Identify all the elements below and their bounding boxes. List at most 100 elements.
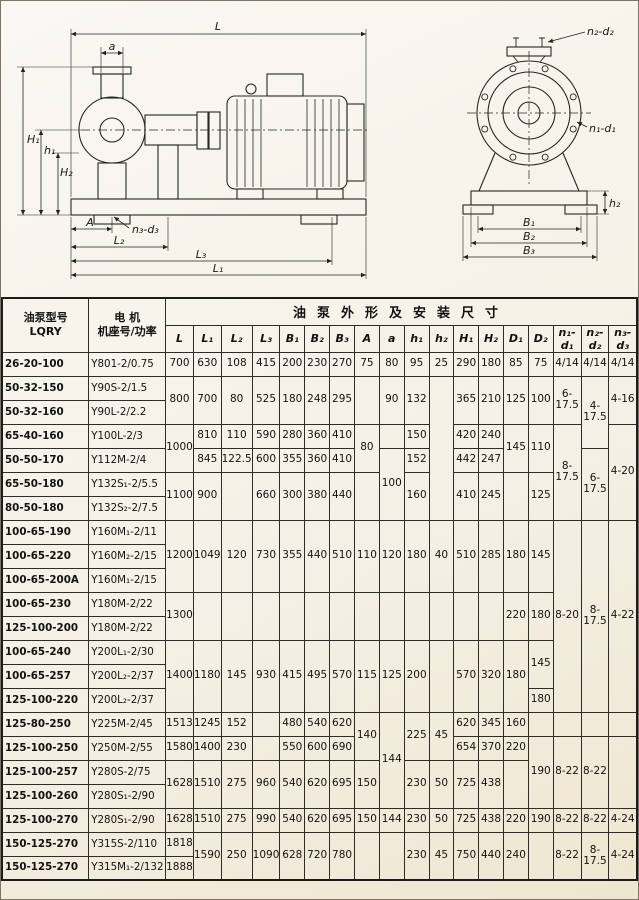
- dim-label-L2: L₂: [114, 234, 125, 247]
- dim-cell: 550: [279, 735, 306, 761]
- dim-cell: 442: [453, 447, 480, 473]
- dim-cell: 190: [527, 807, 554, 833]
- dim-cell: 110: [527, 423, 554, 473]
- dim-cell: 1300: [165, 591, 194, 641]
- dim-cell: 495: [304, 639, 331, 713]
- model-cell: 150-125-270: [1, 855, 90, 881]
- dim-cell: 960: [251, 759, 281, 809]
- dim-cell: 190: [527, 735, 554, 809]
- column-header: B₃: [329, 324, 355, 353]
- dim-cell: 360: [304, 423, 331, 449]
- dim-cell: 1580: [165, 735, 194, 761]
- dim-cell: 125: [502, 375, 529, 425]
- motor-cell: Y132S₂-2/7.5: [88, 495, 167, 521]
- dim-cell: 570: [453, 639, 480, 713]
- dim-cell: 1818: [165, 831, 194, 857]
- dim-label-B1: B₁: [523, 216, 535, 229]
- dim-cell: 1180: [192, 639, 222, 713]
- dim-cell: [279, 591, 306, 641]
- dim-cell: 1510: [192, 759, 222, 809]
- dim-cell: 525: [251, 375, 281, 425]
- motor-cell: Y280S-2/75: [88, 759, 167, 785]
- model-cell: 100-65-190: [1, 519, 90, 545]
- motor-cell: Y280S₁-2/90: [88, 783, 167, 809]
- dim-cell: 1400: [192, 735, 222, 761]
- dim-cell: [192, 591, 222, 641]
- dim-cell: 1090: [251, 831, 281, 881]
- dim-cell: 245: [478, 471, 504, 521]
- dim-cell: 620: [304, 807, 331, 833]
- dim-cell: 230: [403, 807, 430, 833]
- dim-cell: 50: [428, 759, 455, 809]
- pump-side-view: [70, 66, 369, 225]
- dim-cell: 160: [502, 711, 529, 737]
- dims-group-header: 油泵外形及安装尺寸: [165, 297, 638, 326]
- side-view-dimensions: [17, 29, 367, 279]
- dim-cell: [251, 711, 281, 737]
- motor-cell: Y250M-2/55: [88, 735, 167, 761]
- dim-cell: 120: [378, 519, 405, 593]
- dim-label-n1d1: n₁-d₁: [589, 122, 616, 135]
- dim-cell: 345: [478, 711, 504, 737]
- dim-cell: 220: [502, 735, 529, 761]
- column-header: H₁: [453, 324, 480, 353]
- model-cell: 26-20-100: [1, 351, 90, 377]
- column-header: L₂: [220, 324, 253, 353]
- dim-cell: 320: [478, 639, 504, 713]
- dim-label-L: L: [215, 20, 221, 33]
- column-header: L: [165, 324, 194, 353]
- dim-cell: 80: [378, 351, 405, 377]
- dim-cell: 8-22: [552, 807, 582, 833]
- dim-cell: 250: [220, 831, 253, 881]
- dim-cell: [580, 711, 610, 737]
- dim-cell: 4-17.5: [580, 375, 610, 449]
- model-cell: 125-100-200: [1, 615, 90, 641]
- model-cell: 125-100-260: [1, 783, 90, 809]
- dim-cell: 145: [527, 639, 554, 689]
- dim-cell: [329, 591, 355, 641]
- dim-cell: 122.5: [220, 447, 253, 473]
- model-cell: 125-100-257: [1, 759, 90, 785]
- dim-cell: 1245: [192, 711, 222, 737]
- dim-cell: 140: [353, 711, 380, 761]
- dim-cell: 810: [192, 423, 222, 449]
- motor-cell: Y200L₂-2/37: [88, 687, 167, 713]
- dim-cell: 80: [220, 375, 253, 425]
- dim-cell: [353, 375, 380, 425]
- dim-cell: 8-20: [552, 519, 582, 713]
- model-cell: 125-80-250: [1, 711, 90, 737]
- dim-cell: 220: [502, 591, 529, 641]
- dim-cell: 108: [220, 351, 253, 377]
- motor-cell: Y132S₁-2/5.5: [88, 471, 167, 497]
- dim-cell: 270: [329, 351, 355, 377]
- model-cell: 125-100-250: [1, 735, 90, 761]
- dim-cell: 100: [378, 447, 405, 521]
- dim-cell: 144: [378, 711, 405, 809]
- dim-cell: [304, 591, 331, 641]
- dim-cell: 4-20: [608, 423, 638, 521]
- dim-label-h2: h₂: [609, 197, 621, 210]
- dim-cell: 4/14: [608, 351, 638, 377]
- dim-cell: 660: [251, 471, 281, 521]
- motor-cell: Y160M₁-2/15: [88, 567, 167, 593]
- dim-cell: 180: [478, 351, 504, 377]
- dim-cell: 1049: [192, 519, 222, 593]
- dim-cell: [353, 831, 380, 881]
- dim-cell: [403, 591, 430, 641]
- dim-cell: 8-17.5: [552, 423, 582, 521]
- dim-cell: 415: [279, 639, 306, 713]
- dim-cell: 200: [403, 639, 430, 713]
- dim-cell: 355: [279, 519, 306, 593]
- dim-cell: 180: [403, 519, 430, 593]
- model-cell: 80-50-180: [1, 495, 90, 521]
- dim-cell: 540: [279, 759, 306, 809]
- dim-cell: 230: [403, 831, 430, 881]
- dim-cell: [502, 471, 529, 521]
- dim-cell: 900: [192, 471, 222, 521]
- dim-cell: 365: [453, 375, 480, 425]
